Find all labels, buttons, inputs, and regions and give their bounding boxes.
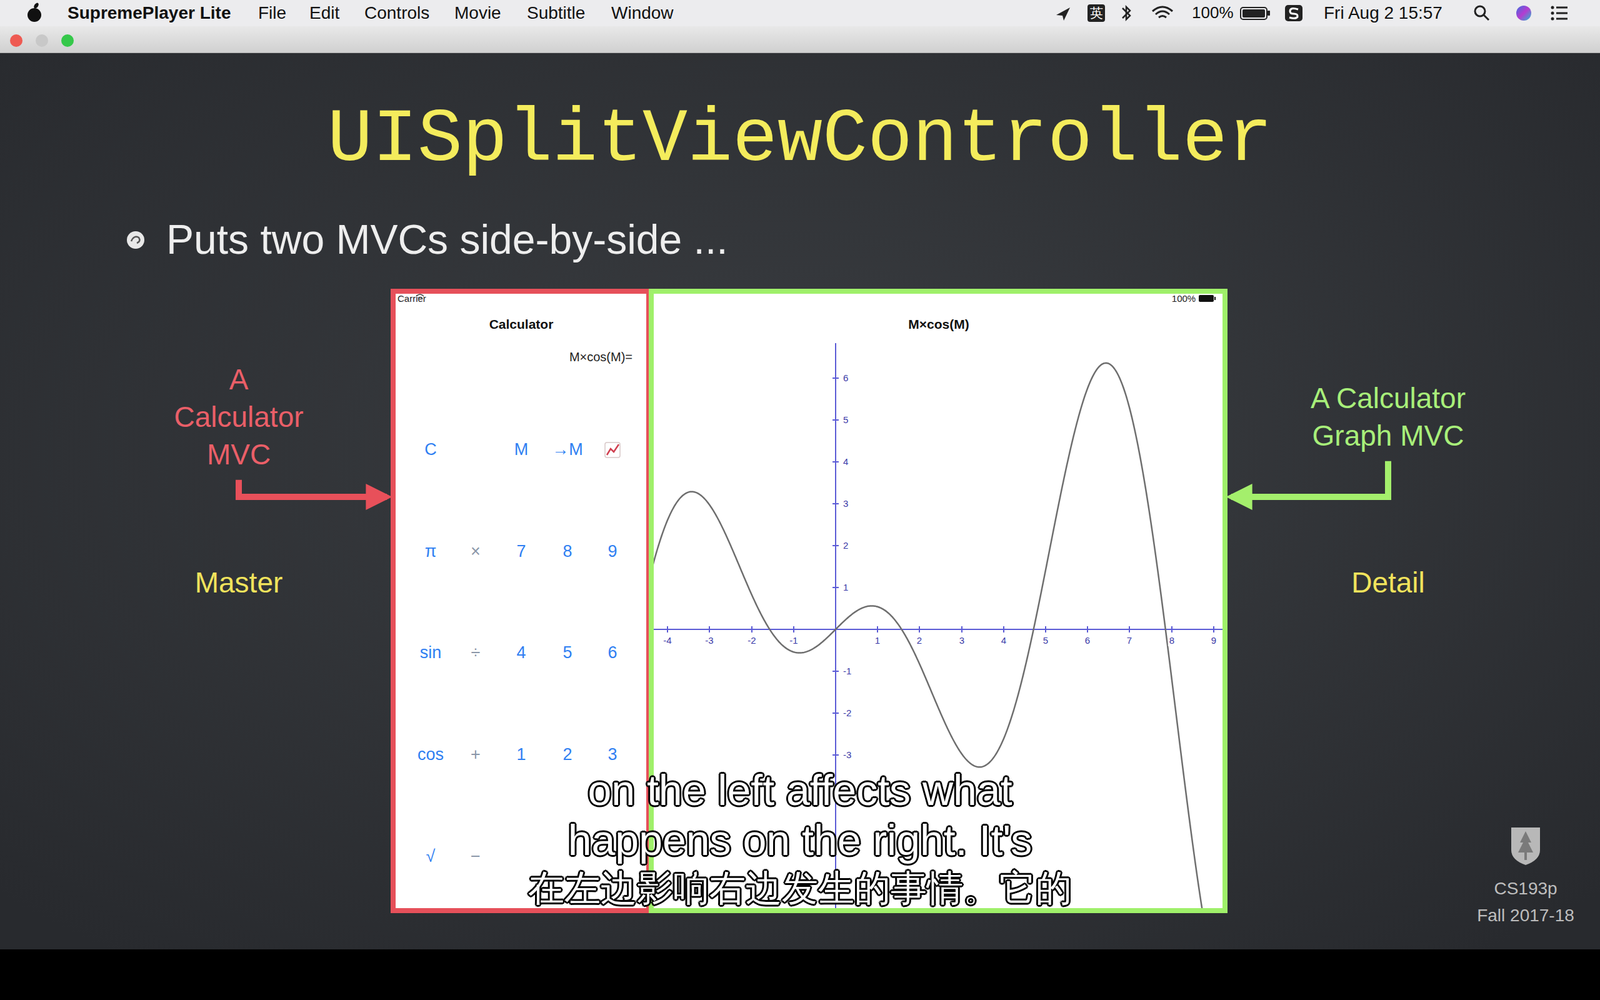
calc-key: sin — [420, 643, 442, 663]
calc-key: × — [470, 542, 481, 562]
axis-tick: 2 — [841, 540, 850, 552]
menu-bar — [0, 0, 1600, 27]
bluetooth-icon — [1122, 6, 1130, 20]
menu-clock: Fri Aug 2 15:57 — [1323, 3, 1443, 24]
axis-tick: 1 — [841, 582, 850, 594]
calc-key: 7 — [516, 542, 526, 562]
axis-tick: 3 — [958, 635, 966, 647]
course-term: Fall 2017-18 — [1476, 905, 1575, 926]
axis-tick: 9 — [1210, 635, 1218, 647]
calc-key: √ — [426, 847, 436, 867]
graph-button-icon — [605, 442, 620, 458]
axis-tick: -3 — [841, 750, 853, 761]
bullet-icon — [126, 231, 145, 249]
app-menu: SupremePlayer Lite — [67, 3, 231, 24]
calculator-display: M×cos(M)= — [569, 350, 633, 364]
pointer-arrow — [238, 480, 387, 497]
calc-key: 3 — [607, 745, 617, 765]
axis-tick: 3 — [841, 498, 850, 510]
axis-tick: -2 — [746, 635, 757, 647]
menu-item: Movie — [454, 3, 502, 24]
callout-text: A Calculator MVC — [168, 361, 310, 474]
status-text: 100% — [1171, 293, 1196, 305]
calc-key: M — [514, 440, 529, 460]
role-label: Master — [195, 566, 284, 600]
calc-key: C — [424, 440, 437, 460]
siri-icon — [1516, 5, 1532, 21]
subtitle-chinese: 在左边影响右边发生的事情。它的 — [528, 867, 1072, 910]
course-code: CS193p — [1493, 878, 1557, 899]
title-bar-edge — [0, 52, 1600, 54]
apple-logo — [27, 1, 42, 22]
calc-key: 8 — [562, 542, 572, 562]
title-bar — [0, 26, 1600, 54]
axis-tick: 6 — [1083, 635, 1092, 647]
axis-tick: 5 — [1041, 635, 1050, 647]
calc-key: π — [425, 542, 437, 562]
bullet-text: Puts two MVCs side-by-side ... — [166, 216, 729, 264]
menu-item: Window — [611, 3, 674, 24]
location-icon — [1056, 7, 1070, 21]
letterbox — [0, 949, 1600, 1000]
menu-item: File — [258, 3, 287, 24]
axis-tick: 1 — [873, 635, 882, 647]
callout-text: A Calculator MVC — [165, 357, 314, 477]
callout-text: A Calculator Graph MVC — [1273, 380, 1504, 455]
calc-key: 2 — [562, 745, 572, 765]
axis-tick: -1 — [841, 666, 853, 677]
battery-percent: 100% — [1191, 3, 1234, 23]
calc-key: 4 — [516, 643, 526, 663]
calc-key: cos — [417, 745, 444, 765]
calc-key: 9 — [607, 542, 617, 562]
axis-tick: 5 — [841, 415, 850, 426]
screen-title: Calculator — [489, 316, 554, 332]
status-text: Carrier — [397, 293, 427, 305]
callout-text: A Calculator Graph MVC — [1269, 376, 1507, 459]
axis-tick: 7 — [1125, 635, 1134, 647]
minimize-button — [35, 34, 49, 47]
axis-tick: -1 — [788, 635, 799, 647]
calc-key: − — [470, 847, 481, 867]
subtitle-english: on the left affects what happens on the … — [550, 765, 1050, 865]
axis-tick: 4 — [841, 456, 850, 468]
wifi-icon — [1152, 6, 1173, 18]
input-method: 英 — [1090, 5, 1104, 21]
input-method-box — [1087, 4, 1105, 22]
calc-key: + — [470, 745, 481, 765]
role-label: Detail — [1351, 566, 1425, 600]
axis-tick: 6 — [841, 373, 850, 384]
calc-key: 5 — [562, 643, 572, 663]
close-button — [10, 34, 23, 47]
calc-key: →M — [551, 440, 584, 460]
axis-tick: -3 — [703, 635, 715, 647]
chalkboard — [0, 53, 1600, 950]
slide-title: UISplitViewController — [327, 96, 1273, 184]
list-icon — [1551, 6, 1569, 21]
menu-item: Edit — [309, 3, 340, 24]
screen-title: M×cos(M) — [908, 316, 969, 332]
university-logo — [1511, 827, 1540, 865]
battery-icon — [1240, 7, 1270, 20]
axis-tick: -4 — [661, 635, 673, 647]
app-icon — [1285, 5, 1303, 22]
search-icon — [1475, 6, 1489, 20]
calc-key: ÷ — [471, 643, 481, 663]
axis-tick: 4 — [1000, 635, 1008, 647]
menu-item: Controls — [364, 3, 430, 24]
zoom-button — [61, 34, 74, 47]
status-battery — [1198, 295, 1216, 302]
menu-item: Subtitle — [526, 3, 585, 24]
pointer-arrow — [1231, 461, 1389, 497]
axis-tick: 2 — [915, 635, 924, 647]
calc-key: 6 — [607, 643, 617, 663]
axis-tick: 8 — [1168, 635, 1176, 647]
axis-tick: -2 — [841, 708, 853, 719]
calc-key: 1 — [516, 745, 526, 765]
